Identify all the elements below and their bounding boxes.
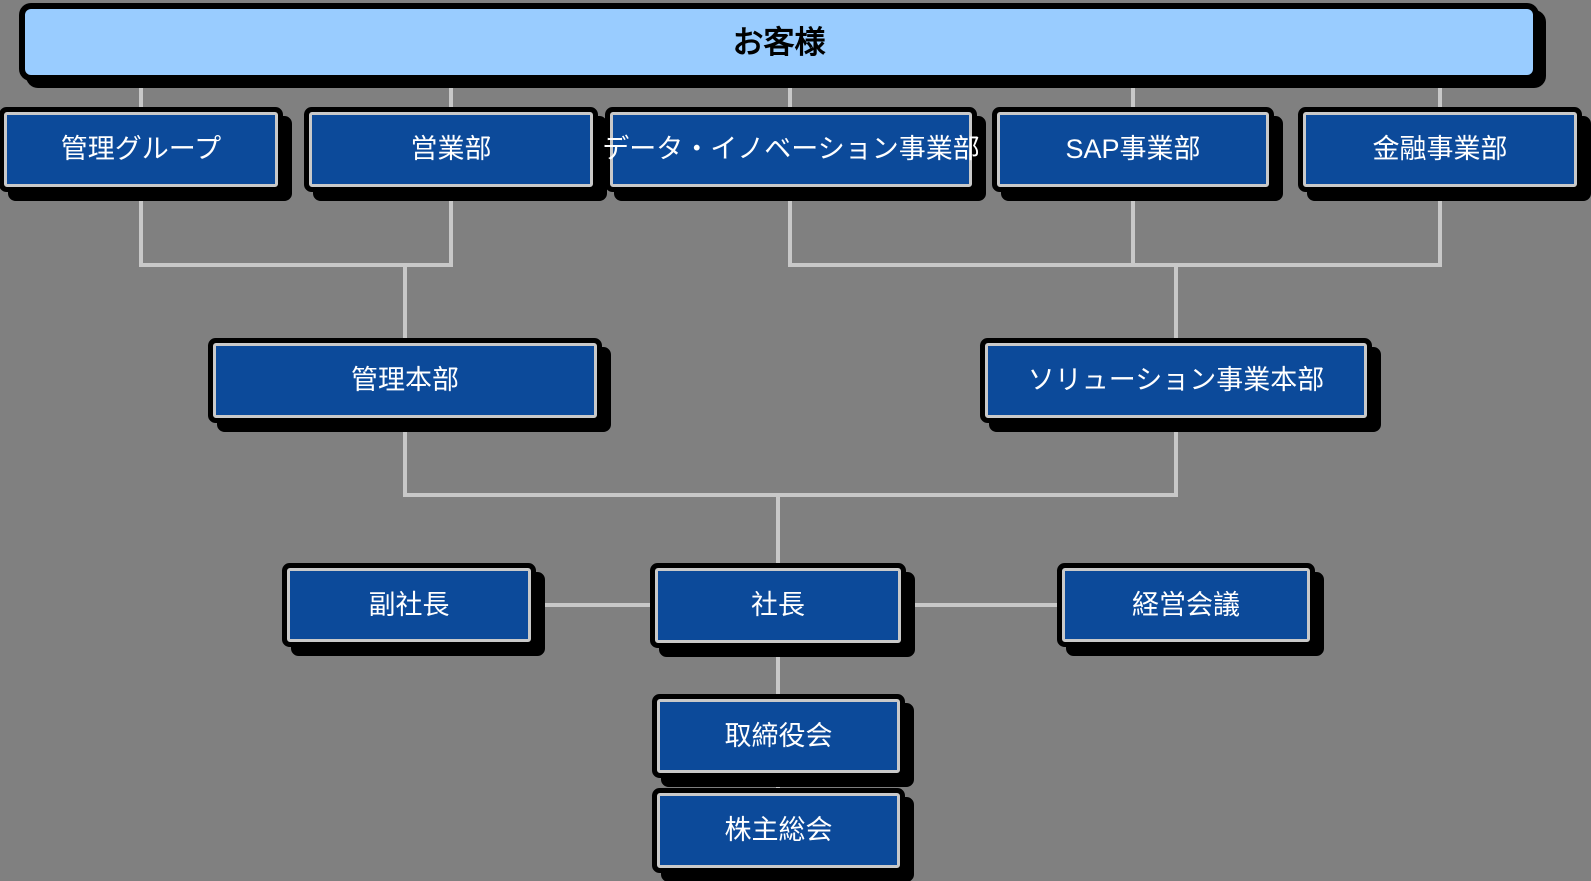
connector-sap-down	[1131, 183, 1135, 267]
node-management-hq-label: 管理本部	[351, 365, 459, 395]
node-management-hq: 管理本部	[213, 343, 597, 418]
node-customer: お客様	[25, 9, 1533, 75]
connector-customer-data-innovation	[788, 70, 792, 116]
connector-bus-to-solution-hq	[1174, 263, 1178, 347]
connector-bus-middle	[403, 493, 1178, 497]
node-management-meeting: 経営会議	[1062, 568, 1310, 642]
connector-management-hq-down	[403, 414, 407, 497]
node-solution-business-hq: ソリューション事業本部	[985, 343, 1367, 418]
connector-customer-sales-dept	[449, 70, 453, 116]
connector-board-shareholders	[776, 770, 780, 797]
node-sales-dept-label: 営業部	[410, 134, 492, 164]
connector-vice-president-president	[529, 603, 657, 607]
node-management-group: 管理グループ	[4, 112, 278, 187]
node-sap-div-label: SAP事業部	[1065, 134, 1201, 164]
node-board-of-directors: 取締役会	[657, 699, 900, 773]
node-management-group-label: 管理グループ	[60, 134, 222, 164]
node-customer-label: お客様	[732, 24, 826, 60]
connector-president-management-meeting	[899, 603, 1064, 607]
node-shareholders-meeting: 株主総会	[657, 793, 900, 868]
connector-bus-left	[139, 263, 453, 267]
connector-bus-to-management-hq	[403, 263, 407, 347]
connector-customer-management-group	[139, 70, 143, 116]
node-shareholders-meeting-label: 株主総会	[724, 815, 833, 845]
connector-sales-dept-down	[449, 183, 453, 267]
node-board-of-directors-label: 取締役会	[724, 720, 833, 751]
node-data-innovation-div: データ・イノベーション事業部	[602, 112, 980, 187]
connector-bus-to-president	[776, 493, 780, 572]
connector-finance-down	[1438, 183, 1442, 267]
node-president: 社長	[655, 568, 901, 643]
node-sap-div: SAP事業部	[997, 112, 1269, 187]
node-finance-div-label: 金融事業部	[1372, 134, 1508, 164]
node-management-meeting-label: 経営会議	[1132, 589, 1240, 620]
node-president-label: 社長	[751, 590, 805, 620]
connector-management-group-down	[139, 183, 143, 267]
node-finance-div: 金融事業部	[1303, 112, 1577, 187]
node-solution-business-hq-label: ソリューション事業本部	[1027, 365, 1325, 395]
connector-customer-sap	[1131, 70, 1135, 116]
node-data-innovation-div-label: データ・イノベーション事業部	[602, 134, 980, 164]
connector-solution-hq-down	[1174, 414, 1178, 497]
node-sales-dept: 営業部	[309, 112, 593, 187]
connector-data-innovation-down	[788, 183, 792, 267]
node-vice-president: 副社長	[287, 568, 531, 642]
connector-president-board	[776, 640, 780, 703]
node-vice-president-label: 副社長	[368, 589, 450, 620]
connector-bus-right	[788, 263, 1442, 267]
connector-customer-finance	[1438, 70, 1442, 116]
